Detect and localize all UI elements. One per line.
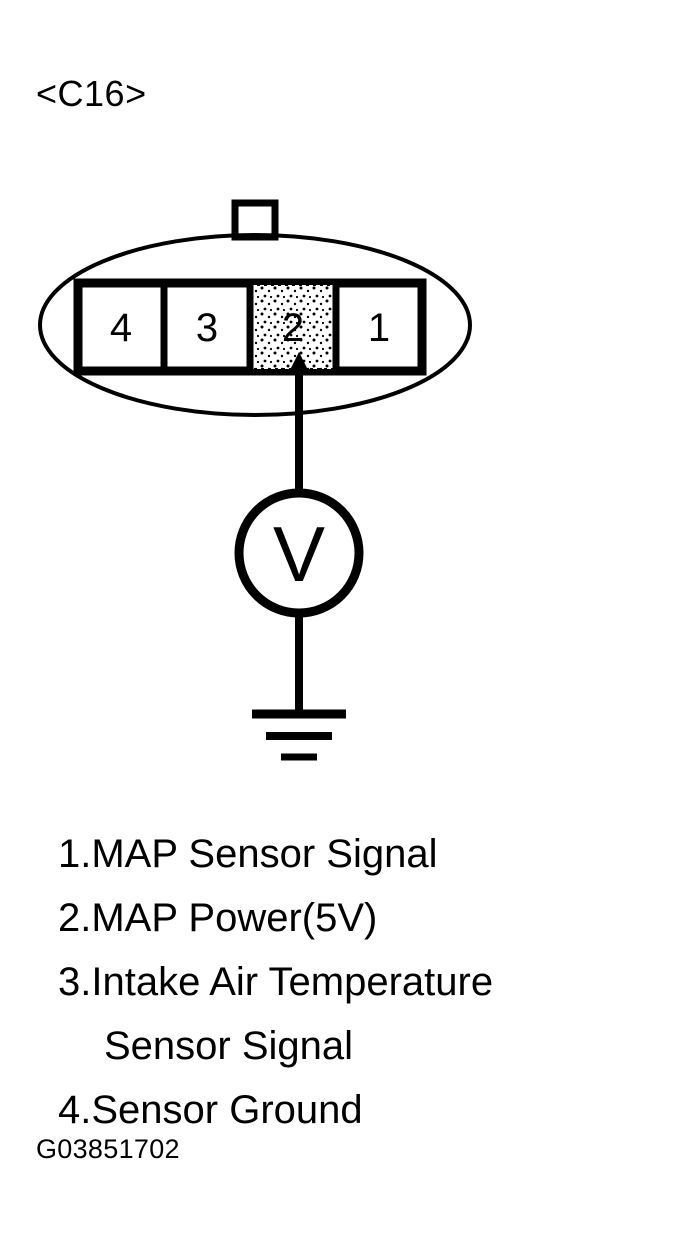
connector-title: <C16> [36,73,147,114]
pin-number-4: 4 [109,306,133,350]
legend-line: 4.Sensor Ground [58,1088,363,1132]
legend-line: 2.MAP Power(5V) [58,896,378,940]
connector-test-diagram [38,199,472,761]
pin-number-3: 3 [195,306,219,350]
pin-number-2: 2 [281,306,305,350]
pin-cell-2-shading [250,285,334,369]
legend-line: 1.MAP Sensor Signal [58,832,438,876]
legend-line: Sensor Signal [104,1024,354,1068]
pin-number-1: 1 [367,306,391,350]
probe-arrowhead-icon [289,352,309,372]
voltmeter-symbol-label: V [272,510,326,598]
pin-function-legend: 1.MAP Sensor Signal 2.MAP Power(5V) 3.In… [58,822,678,1142]
legend-line: 3.Intake Air Temperature [58,960,494,1004]
connector-locking-tab [231,199,279,241]
figure-code: G03851702 [36,1134,180,1164]
